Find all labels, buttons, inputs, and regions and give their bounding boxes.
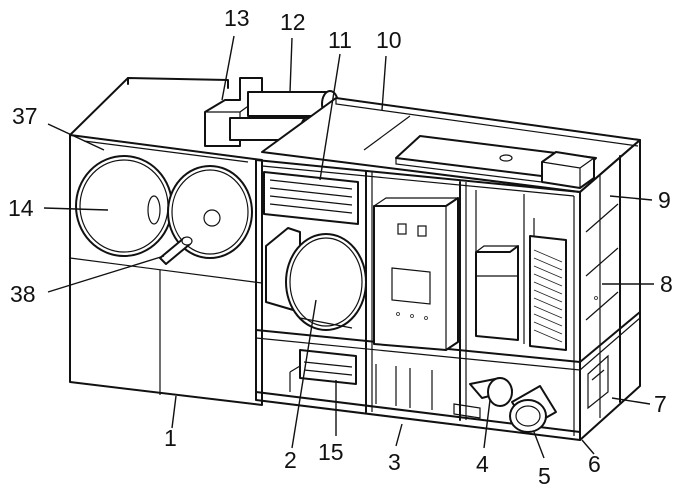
pump-assembly <box>375 364 557 433</box>
leader-7 <box>611 397 651 405</box>
leader-12 <box>289 37 293 93</box>
label-2: 2 <box>284 447 297 473</box>
label-9: 9 <box>658 187 671 213</box>
leader-5 <box>533 431 545 459</box>
label-7: 7 <box>654 391 667 417</box>
label-14: 14 <box>8 195 34 221</box>
leader-2 <box>291 299 317 449</box>
label-6: 6 <box>588 451 601 477</box>
leader-1 <box>171 395 177 429</box>
lower-unit-15 <box>289 349 357 392</box>
drum-left <box>75 155 173 257</box>
leader-37 <box>47 123 105 151</box>
leader-4 <box>483 399 491 449</box>
right-lower-box <box>587 354 609 410</box>
leader-14 <box>43 207 109 211</box>
right-bay-components <box>475 190 567 351</box>
drum-right <box>167 165 253 259</box>
leader-lines <box>43 35 654 459</box>
motor-cylinder <box>265 227 367 331</box>
pipe-38 <box>159 236 193 265</box>
leader-10 <box>381 55 387 111</box>
label-10: 10 <box>376 27 402 53</box>
leader-9 <box>609 195 653 201</box>
radiator-grille <box>263 171 359 225</box>
label-8: 8 <box>660 271 673 297</box>
label-37: 37 <box>12 103 38 129</box>
part-labels: 13 12 11 10 37 14 38 1 2 15 3 4 5 6 7 8 … <box>8 5 673 489</box>
leader-38 <box>47 255 165 293</box>
leader-11 <box>319 53 341 181</box>
control-cabinet <box>373 197 459 351</box>
leader-13 <box>221 35 235 101</box>
label-5: 5 <box>538 463 551 489</box>
label-13: 13 <box>224 5 250 31</box>
label-38: 38 <box>10 281 36 307</box>
leader-3 <box>395 423 403 447</box>
label-3: 3 <box>388 449 401 475</box>
label-11: 11 <box>328 27 352 53</box>
label-1: 1 <box>164 425 177 451</box>
main-frame <box>255 97 641 441</box>
label-12: 12 <box>280 9 306 35</box>
label-15: 15 <box>318 439 344 465</box>
label-4: 4 <box>476 451 489 477</box>
leader-6 <box>581 439 595 455</box>
